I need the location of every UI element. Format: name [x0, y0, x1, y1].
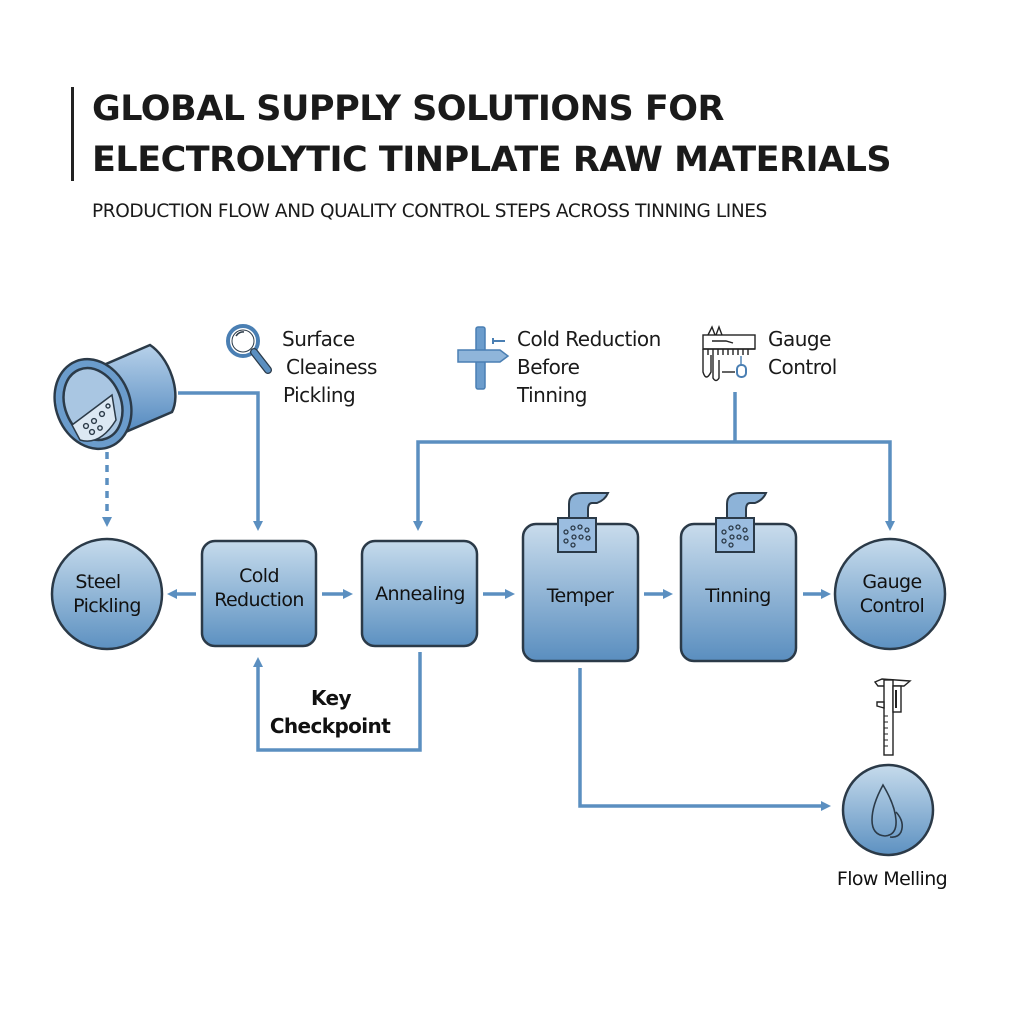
edge-temper-to-flow-melling — [578, 668, 831, 811]
page-subtitle: PRODUCTION FLOW AND QUALITY CONTROL STEP… — [92, 201, 767, 222]
node-steel-pickling[interactable]: Steel Pickling — [50, 537, 164, 651]
annotation-gauge: Gauge Control — [702, 325, 837, 382]
annotation-surface-cleanliness: Surface Cleainess Pickling — [226, 324, 378, 407]
edge-gauge-to-annealing — [413, 440, 735, 531]
annotation-cold-line-1: Cold Reduction — [517, 327, 661, 351]
magnifier-icon — [226, 324, 272, 374]
annotation-surface-line-1: Surface — [282, 327, 355, 351]
title-line-2: ELECTROLYTIC TINPLATE RAW MATERIALS — [92, 140, 892, 180]
annotation-surface-line-2: Cleainess — [286, 355, 377, 379]
annotation-surface-line-3: Pickling — [283, 383, 355, 407]
node-tinning[interactable]: Tinning — [679, 492, 798, 663]
node-gauge-control[interactable]: Gauge Control — [833, 537, 947, 651]
title-accent-bar — [71, 87, 74, 181]
node-annealing[interactable]: Annealing — [360, 539, 479, 648]
node-temper[interactable]: Temper — [521, 492, 640, 663]
tank-chimney-icon — [715, 492, 768, 553]
connectors — [102, 391, 895, 811]
key-checkpoint-line-2: Checkpoint — [270, 714, 391, 738]
annotation-gauge-line-1: Gauge — [768, 327, 831, 351]
title-line-1: GLOBAL SUPPLY SOLUTIONS FOR — [92, 89, 724, 129]
node-temper-label: Temper — [546, 585, 614, 607]
key-checkpoint-label: Key Checkpoint — [270, 686, 392, 738]
node-gauge-control-line-1: Gauge — [862, 571, 921, 593]
steel-coil-pipe-icon — [53, 343, 177, 451]
cross-arrow-icon — [457, 326, 510, 390]
droplet-icon — [871, 783, 903, 838]
key-checkpoint-line-1: Key — [311, 686, 352, 710]
annotation-cold-line-3: Tinning — [516, 383, 587, 407]
node-steel-pickling-line-1: Steel — [75, 571, 120, 593]
edge-key-checkpoint-loop — [253, 652, 422, 752]
node-flow-melling[interactable]: Flow Melling — [837, 763, 948, 890]
tank-chimney-icon — [557, 492, 610, 553]
edge-raw-to-cold-reduction — [178, 391, 263, 531]
node-cold-reduction-line-1: Cold — [239, 565, 279, 587]
annotation-gauge-line-2: Control — [768, 355, 837, 379]
node-steel-pickling-line-2: Pickling — [73, 595, 141, 617]
node-cold-reduction[interactable]: Cold Reduction — [200, 539, 318, 648]
caliper-icon — [702, 325, 756, 382]
page-title: GLOBAL SUPPLY SOLUTIONS FOR ELECTROLYTIC… — [92, 84, 892, 186]
node-tinning-label: Tinning — [704, 585, 771, 607]
node-annealing-label: Annealing — [375, 583, 465, 605]
node-cold-reduction-line-2: Reduction — [214, 589, 304, 611]
vertical-caliper-icon — [873, 678, 912, 756]
edge-gauge-to-gauge-control — [735, 440, 895, 531]
node-gauge-control-line-2: Control — [860, 595, 924, 617]
annotation-cold-line-2: Before — [517, 355, 580, 379]
annotation-cold-reduction: Cold Reduction Before Tinning — [457, 326, 661, 407]
node-flow-melling-label: Flow Melling — [837, 868, 947, 890]
